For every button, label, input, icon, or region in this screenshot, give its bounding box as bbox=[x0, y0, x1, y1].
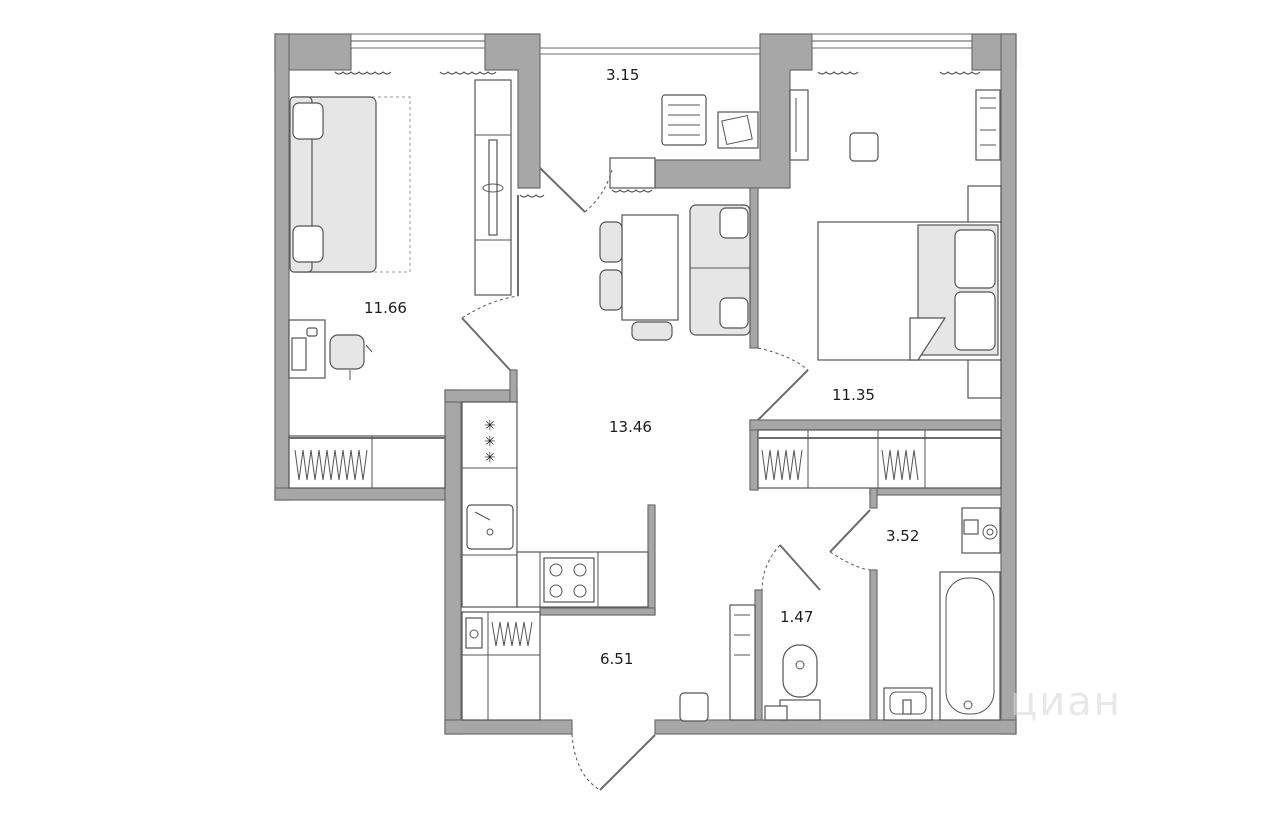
kitchen-furniture: ✳ ✳ ✳ bbox=[461, 204, 809, 608]
bathroom-fixtures bbox=[829, 507, 1001, 721]
toilet-bowl bbox=[782, 644, 818, 698]
living-room-furniture bbox=[288, 71, 545, 489]
bathtub bbox=[939, 571, 1001, 721]
toilet-fixtures bbox=[761, 544, 821, 721]
svg-text:✳: ✳ bbox=[484, 434, 496, 450]
room-area-bathroom: 3.52 bbox=[886, 527, 919, 545]
room-area-living-room: 11.66 bbox=[364, 299, 407, 317]
svg-text:✳: ✳ bbox=[484, 450, 496, 466]
room-area-toilet: 1.47 bbox=[780, 608, 813, 626]
watermark: циан bbox=[1010, 679, 1122, 725]
room-area-bedroom: 11.35 bbox=[832, 386, 875, 404]
hallway-furniture bbox=[461, 604, 756, 791]
room-area-kitchen: 13.46 bbox=[609, 418, 652, 436]
room-area-hallway: 6.51 bbox=[600, 650, 633, 668]
walls bbox=[274, 33, 1017, 735]
balcony-furniture bbox=[539, 94, 759, 213]
room-labels: 11.66 3.15 11.35 13.46 6.51 3.52 1.47 bbox=[364, 66, 919, 668]
room-area-balcony: 3.15 bbox=[606, 66, 639, 84]
svg-text:✳: ✳ bbox=[484, 418, 496, 434]
dining-table bbox=[621, 214, 679, 321]
bedroom-furniture bbox=[757, 71, 1002, 489]
